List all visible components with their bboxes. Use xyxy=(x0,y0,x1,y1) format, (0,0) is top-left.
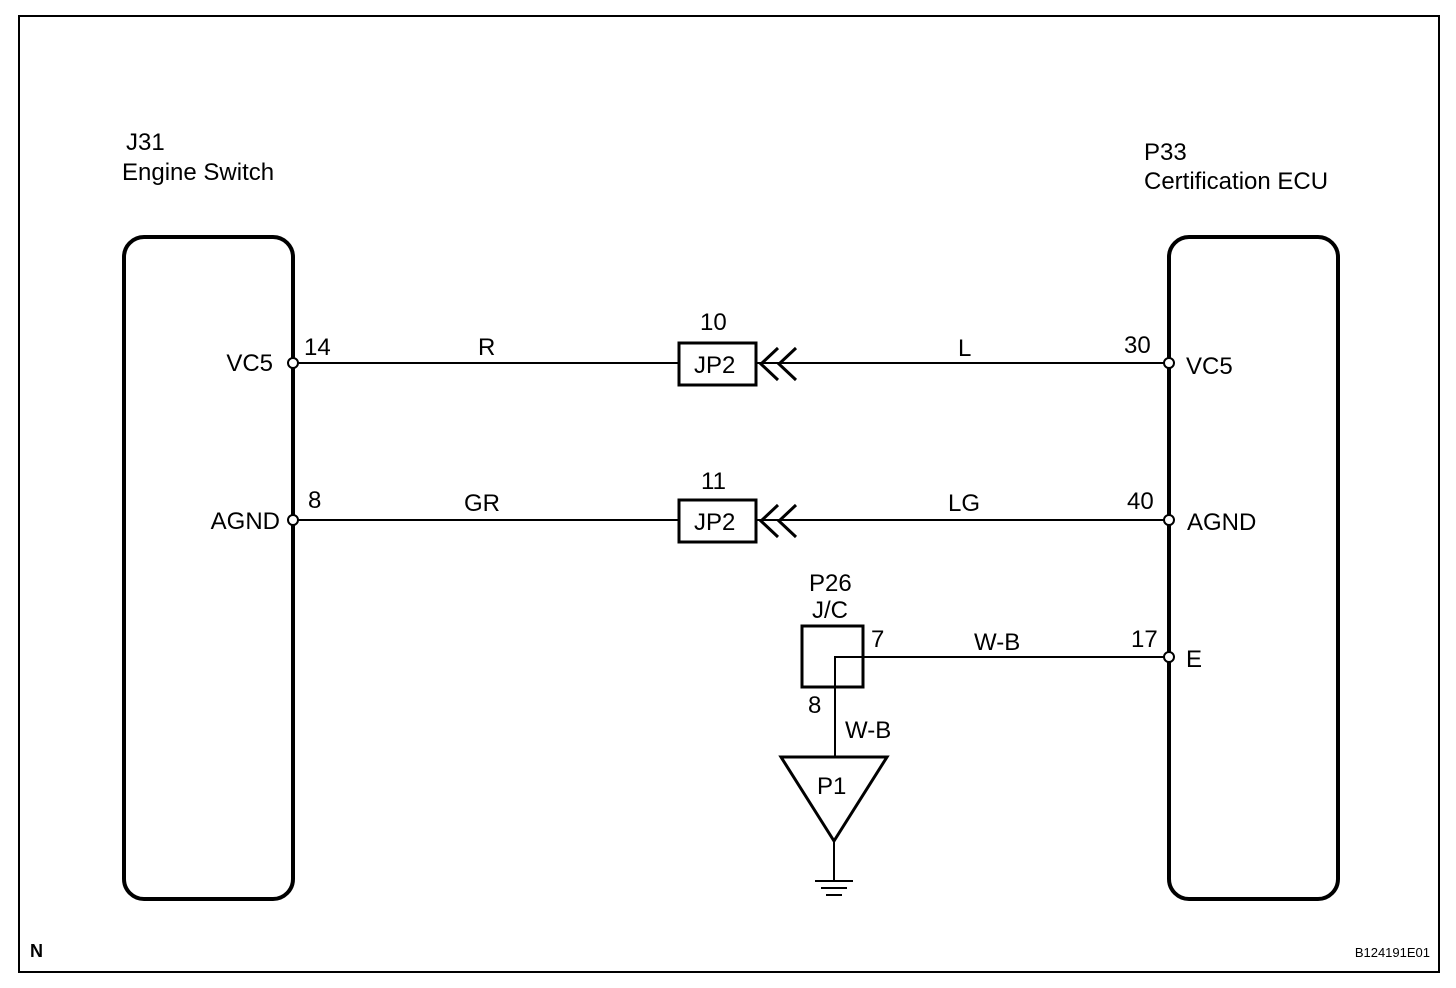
agnd-left-wire-color: GR xyxy=(464,490,500,517)
top-connector-label: JP2 xyxy=(694,352,735,379)
page-mark: N xyxy=(30,941,43,961)
left-component-name: Engine Switch xyxy=(122,159,274,186)
certification-ecu-box xyxy=(1167,235,1340,901)
left-component-id: J31 xyxy=(126,129,165,156)
bottom-connector-pin: 11 xyxy=(701,468,726,495)
right-vc5-terminal-dot xyxy=(1163,357,1175,369)
agnd-right-wire-color: LG xyxy=(948,490,980,517)
right-component-id: P33 xyxy=(1144,139,1187,166)
vc5-left-pin: 14 xyxy=(304,334,331,361)
junction-out-pin: 7 xyxy=(871,626,884,653)
e-wire-color: W-B xyxy=(974,629,1020,656)
junction-id: P26 xyxy=(809,570,852,597)
junction-ground-pin: 8 xyxy=(808,692,821,719)
right-component-name: Certification ECU xyxy=(1144,168,1328,195)
ground-point-id: P1 xyxy=(817,773,846,800)
ground-wire-color: W-B xyxy=(845,717,891,744)
vc5-left-wire-color: R xyxy=(478,334,495,361)
junction-internal-wire xyxy=(834,656,1169,757)
bottom-connector-arrow-outer xyxy=(776,503,798,539)
right-e-terminal-dot xyxy=(1163,651,1175,663)
ground-point-triangle xyxy=(778,755,890,844)
left-terminal-agnd: AGND xyxy=(211,508,280,535)
agnd-left-pin: 8 xyxy=(308,487,321,514)
agnd-right-pin: 40 xyxy=(1127,488,1154,515)
right-terminal-vc5: VC5 xyxy=(1186,353,1233,380)
left-vc5-terminal-dot xyxy=(287,357,299,369)
left-terminal-vc5: VC5 xyxy=(226,350,273,377)
diagram-frame xyxy=(18,15,1440,973)
top-connector-jp2 xyxy=(677,341,758,387)
top-connector-arrow-inner xyxy=(758,346,780,382)
bottom-connector-label: JP2 xyxy=(694,509,735,536)
right-terminal-agnd: AGND xyxy=(1187,509,1256,536)
right-terminal-e: E xyxy=(1186,646,1202,673)
figure-id: B124191E01 xyxy=(1355,945,1430,960)
engine-switch-box xyxy=(122,235,295,901)
vc5-right-pin: 30 xyxy=(1124,332,1151,359)
e-right-pin: 17 xyxy=(1131,626,1158,653)
bottom-connector-jp2 xyxy=(677,498,758,544)
bottom-connector-arrow-inner xyxy=(758,503,780,539)
right-agnd-terminal-dot xyxy=(1163,514,1175,526)
top-connector-pin: 10 xyxy=(700,309,727,336)
junction-name: J/C xyxy=(812,597,848,624)
top-connector-arrow-outer xyxy=(776,346,798,382)
left-agnd-terminal-dot xyxy=(287,514,299,526)
vc5-right-wire-color: L xyxy=(958,335,971,362)
